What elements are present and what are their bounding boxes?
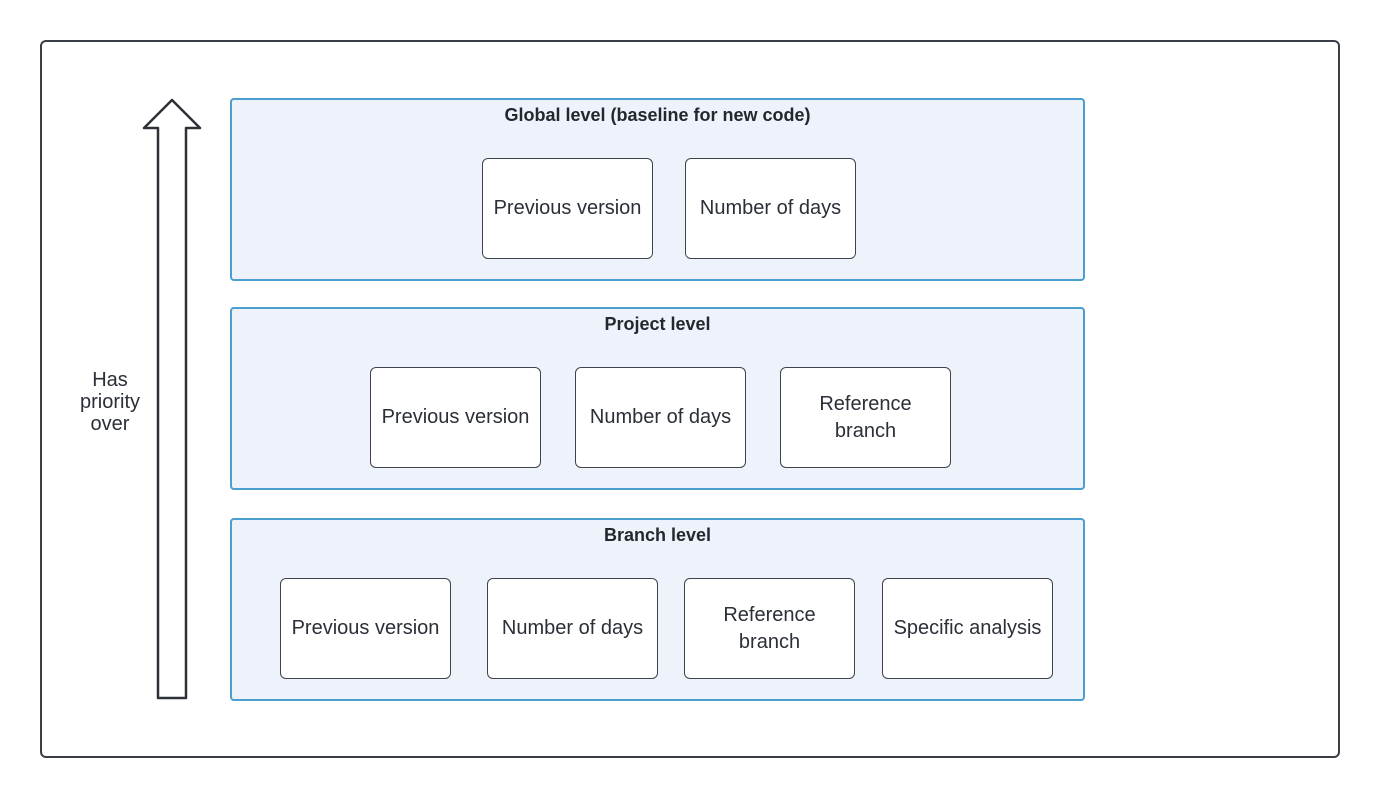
priority-arrow	[142, 98, 202, 700]
option-box: Previous version	[280, 578, 451, 679]
level-title: Project level	[604, 314, 711, 334]
level-title: Branch level	[603, 525, 712, 545]
project-level-box: Project level Previous version Number of…	[230, 307, 1085, 490]
global-level-box: Global level (baseline for new code) Pre…	[230, 98, 1085, 281]
priority-label-line: Has	[92, 369, 128, 391]
option-box: Number of days	[487, 578, 658, 679]
priority-label-line: over	[90, 413, 130, 435]
option-box: Reference branch	[780, 367, 951, 468]
priority-label: Has priority over	[66, 369, 154, 435]
option-box: Previous version	[482, 158, 653, 259]
option-box: Previous version	[370, 367, 541, 468]
option-box: Specific analysis	[882, 578, 1053, 679]
diagram-frame	[40, 40, 1340, 758]
option-box: Reference branch	[684, 578, 855, 679]
level-title: Global level (baseline for new code)	[504, 105, 811, 125]
option-box: Number of days	[575, 367, 746, 468]
priority-label-line: priority	[79, 391, 140, 413]
option-box: Number of days	[685, 158, 856, 259]
branch-level-box: Branch level Previous version Number of …	[230, 518, 1085, 701]
